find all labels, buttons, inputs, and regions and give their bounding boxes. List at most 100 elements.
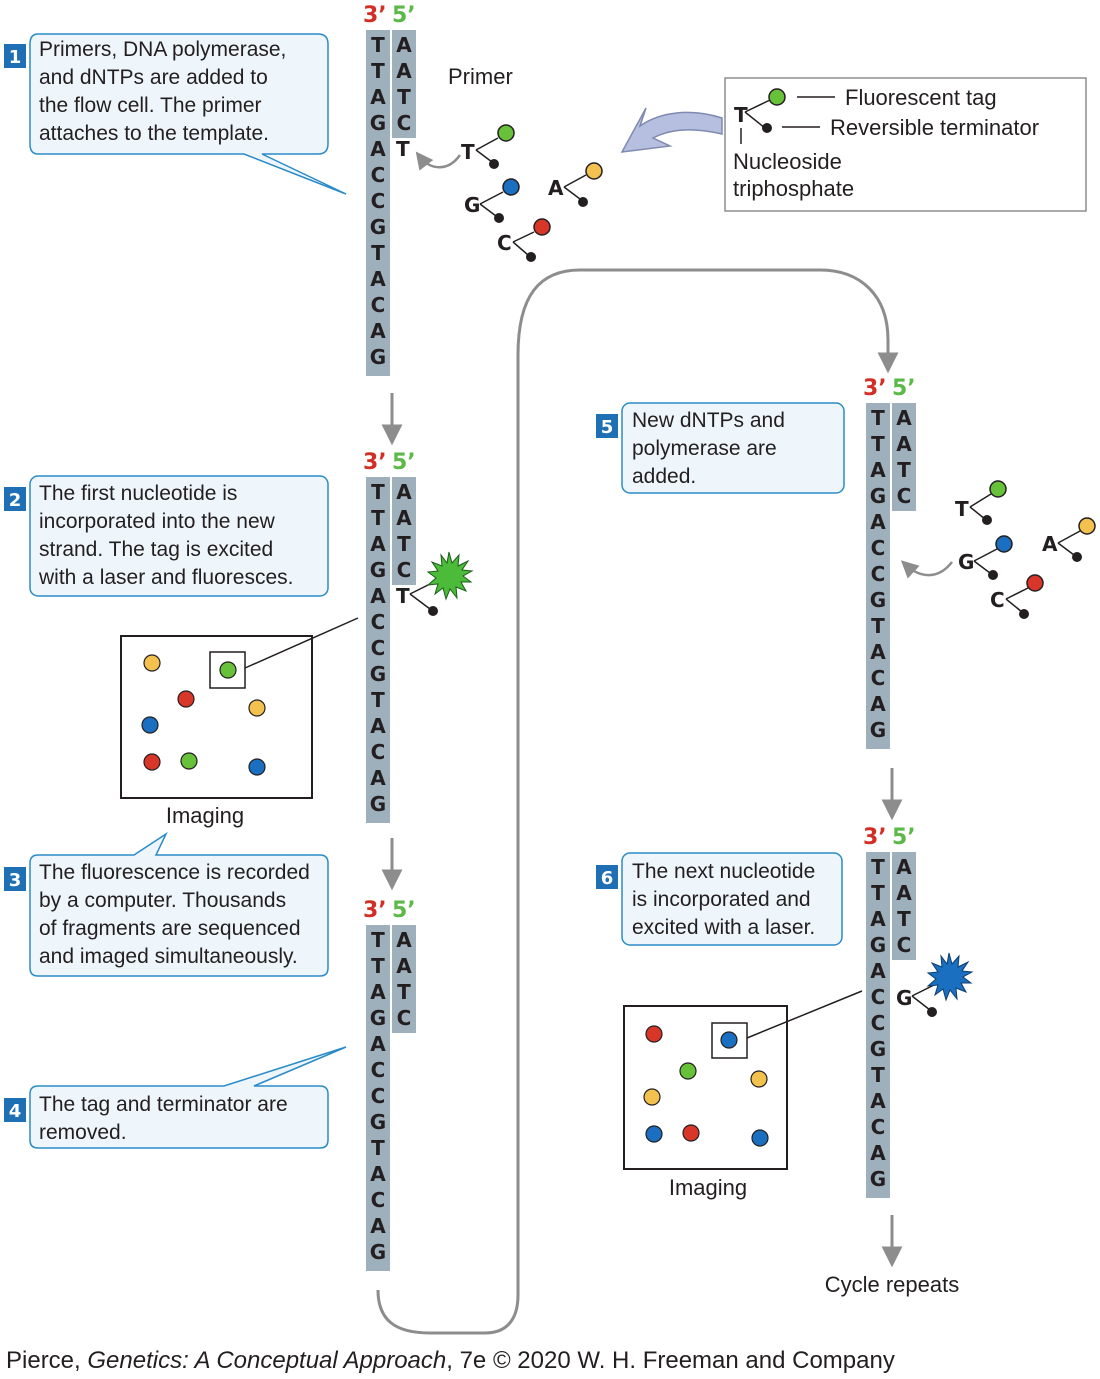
credit-rest: , 7e © 2020 W. H. Freeman and Company bbox=[446, 1347, 895, 1374]
template-base: C bbox=[871, 666, 886, 690]
incorporated-t-step2: T bbox=[396, 551, 474, 616]
template-base: A bbox=[370, 1214, 386, 1238]
new-strand-bar bbox=[392, 925, 416, 1033]
credit-author: Pierce, bbox=[6, 1347, 87, 1374]
template-base: G bbox=[370, 1110, 386, 1134]
fluorescent-tag-icon bbox=[995, 535, 1013, 553]
new-strand-base: A bbox=[896, 406, 912, 430]
template-base: T bbox=[371, 1136, 385, 1160]
template-base: G bbox=[370, 662, 386, 686]
reversible-terminator-icon bbox=[494, 213, 504, 223]
template-base: A bbox=[370, 85, 386, 109]
imaging-spot-icon bbox=[141, 716, 159, 734]
template-base: T bbox=[371, 480, 385, 504]
svg-text:G: G bbox=[896, 986, 912, 1010]
reversible-terminator-icon bbox=[1019, 609, 1029, 619]
new-strand-base: A bbox=[896, 881, 912, 905]
imaging-spot-icon bbox=[750, 1070, 768, 1088]
legend-box: T Fluorescent tag Reversible terminator … bbox=[724, 77, 1087, 212]
cycle-repeats-label: Cycle repeats bbox=[825, 1272, 960, 1297]
svg-text:T: T bbox=[461, 140, 475, 164]
step-2-text: The first nucleotide is incorporated into… bbox=[38, 482, 293, 589]
imaging-spot-icon bbox=[248, 699, 266, 717]
new-strand-base: T bbox=[897, 907, 911, 931]
new-strand-base: A bbox=[396, 480, 412, 504]
template-base: A bbox=[370, 532, 386, 556]
template-strand-bar bbox=[866, 403, 890, 749]
template-base: G bbox=[870, 1037, 886, 1061]
template-base: G bbox=[370, 558, 386, 582]
template-base: C bbox=[371, 740, 386, 764]
template-base: T bbox=[871, 1063, 885, 1087]
new-strand-bar bbox=[892, 852, 916, 960]
text-line: incorporated into the new bbox=[39, 510, 276, 533]
new-strand-base: C bbox=[897, 933, 912, 957]
template-base: A bbox=[370, 980, 386, 1004]
text-line: polymerase are bbox=[632, 437, 777, 460]
step-6-number: 6 bbox=[601, 868, 614, 889]
template-base: C bbox=[371, 163, 386, 187]
text-line: The first nucleotide is bbox=[39, 482, 237, 505]
fluorescent-tag-icon bbox=[1078, 517, 1096, 535]
svg-text:A: A bbox=[548, 176, 564, 200]
template-base: T bbox=[371, 241, 385, 265]
template-base: T bbox=[371, 59, 385, 83]
template-base: A bbox=[370, 714, 386, 738]
template-strand-bar bbox=[366, 477, 390, 823]
imaging-panel-2: Imaging bbox=[623, 990, 863, 1200]
free-nucleotides-step5: T G A C bbox=[955, 480, 1096, 619]
imaging-spot-icon bbox=[248, 758, 266, 776]
template-base: G bbox=[370, 1006, 386, 1030]
imaging-spot-icon bbox=[219, 661, 237, 679]
reversible-terminator-icon bbox=[982, 515, 992, 525]
new-strand-base: T bbox=[397, 980, 411, 1004]
template-base: G bbox=[370, 215, 386, 239]
new-strand-base: A bbox=[896, 855, 912, 879]
template-base: T bbox=[371, 506, 385, 530]
template-base: A bbox=[870, 959, 886, 983]
imaging-spot-icon bbox=[143, 654, 161, 672]
new-strand-bar bbox=[392, 30, 416, 138]
template-base: T bbox=[871, 406, 885, 430]
primer-label: Primer bbox=[448, 64, 513, 89]
text-line: The fluorescence is recorded bbox=[39, 861, 310, 884]
new-strand-base: A bbox=[396, 506, 412, 530]
svg-text:G: G bbox=[958, 550, 974, 574]
legend-terminator-label: Reversible terminator bbox=[830, 115, 1039, 140]
five-prime-label: 5’ bbox=[392, 450, 416, 475]
credit-line: Pierce, Genetics: A Conceptual Approach,… bbox=[6, 1347, 895, 1374]
template-base: C bbox=[871, 1011, 886, 1035]
imaging-spot-icon bbox=[643, 1088, 661, 1106]
nucleotide-g: G bbox=[464, 178, 520, 223]
svg-text:T: T bbox=[396, 584, 410, 608]
template-base: G bbox=[870, 933, 886, 957]
template-base: A bbox=[870, 1141, 886, 1165]
template-base: A bbox=[370, 766, 386, 790]
fluorescent-tag-icon bbox=[768, 88, 786, 106]
fluorescent-tag-icon bbox=[1026, 574, 1044, 592]
text-line: removed. bbox=[39, 1121, 127, 1144]
text-line: added. bbox=[632, 465, 696, 488]
template-base: C bbox=[871, 1115, 886, 1139]
template-base: C bbox=[371, 1188, 386, 1212]
template-base: G bbox=[870, 588, 886, 612]
template-base: G bbox=[370, 792, 386, 816]
template-base: G bbox=[370, 111, 386, 135]
new-strand-base: T bbox=[397, 532, 411, 556]
five-prime-label: 5’ bbox=[392, 3, 416, 28]
step-4-number: 4 bbox=[9, 1101, 22, 1122]
new-strand-base: A bbox=[396, 928, 412, 952]
template-base: C bbox=[371, 1084, 386, 1108]
template-strand-bar bbox=[366, 925, 390, 1271]
template-base: T bbox=[371, 688, 385, 712]
fluorescent-tag-icon bbox=[502, 178, 520, 196]
step-3-number: 3 bbox=[9, 870, 22, 891]
fluorescent-tag-icon bbox=[497, 124, 515, 142]
new-strand-bar bbox=[892, 403, 916, 511]
new-strand-base: A bbox=[396, 33, 412, 57]
new-strand-base: C bbox=[397, 111, 412, 135]
fluorescence-burst-icon bbox=[426, 551, 474, 601]
